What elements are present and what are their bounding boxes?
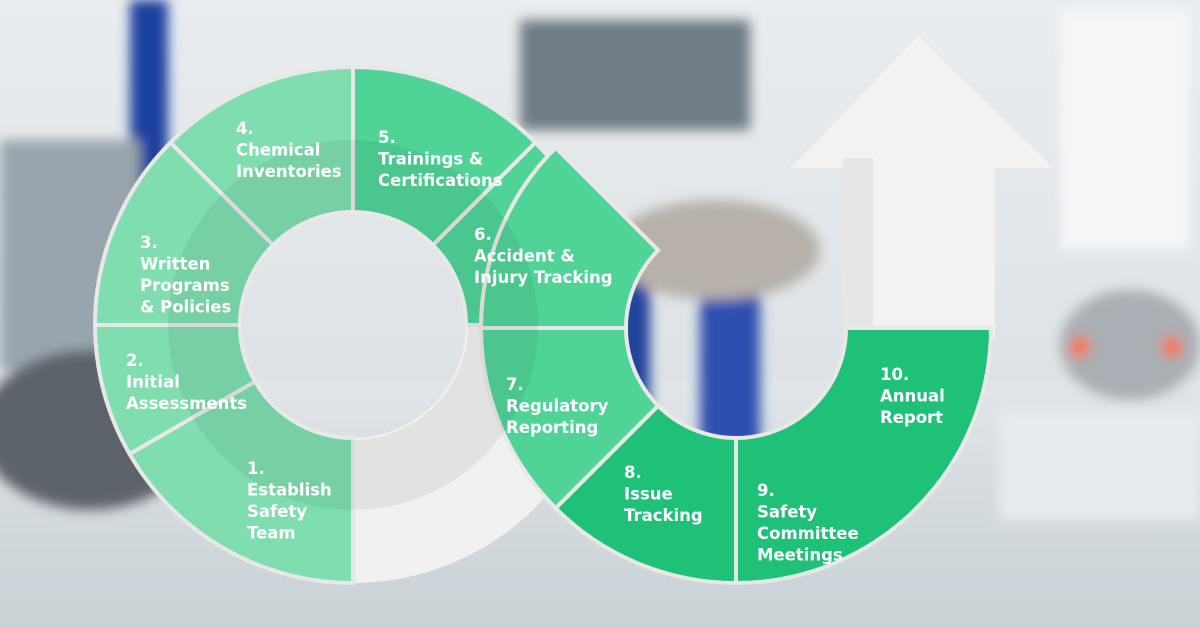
step-text-line: Meetings [757, 546, 843, 565]
step-text-line: Chemical [236, 141, 320, 160]
segment-step-3 [92, 139, 276, 327]
step-text-line: Issue [624, 485, 673, 504]
step-text-line: Programs [140, 276, 230, 295]
step-text-line: & Policies [140, 298, 232, 317]
ring-shading [168, 140, 538, 510]
segment-step-8 [478, 326, 662, 512]
segment-step-4 [167, 64, 355, 248]
segment-step-1 [126, 378, 355, 586]
step-number: 7. [506, 375, 524, 394]
step-text-line: Safety [757, 503, 817, 522]
step-number: 3. [140, 233, 158, 252]
ring-segments [92, 64, 994, 586]
step-text-line: Annual [880, 387, 945, 406]
step-number: 6. [474, 225, 492, 244]
step-text-line: Injury Tracking [474, 268, 613, 287]
step-text-line: Committee [757, 524, 859, 543]
step-text-line: Reporting [506, 418, 598, 437]
up-arrow-icon [790, 36, 1053, 338]
step-number: 10. [880, 365, 909, 384]
segment-step-9 [552, 402, 738, 586]
segment-step-7 [478, 144, 662, 330]
step-label-5: 5. Trainings & Certifications [378, 128, 503, 190]
step-text-line: Trainings & [378, 150, 483, 169]
step-text-line: Tracking [624, 506, 703, 525]
step-text-line: Written [140, 255, 210, 274]
step-label-6: 6. Accident & Injury Tracking [474, 225, 613, 287]
segment-step-5 [351, 64, 539, 248]
step-text-line: Safety [247, 502, 307, 521]
step-text-line: Establish [247, 481, 332, 500]
step-text-line: Team [247, 524, 296, 543]
step-number: 1. [247, 459, 265, 478]
step-number: 4. [236, 119, 254, 138]
step-number: 5. [378, 128, 396, 147]
step-text-line: Assessments [126, 394, 247, 413]
step-number: 8. [624, 463, 642, 482]
segment-step-10 [734, 326, 994, 586]
step-number: 2. [126, 351, 144, 370]
step-text-line: Inventories [236, 162, 342, 181]
step-text-line: Accident & [474, 247, 575, 266]
step-text-line: Initial [126, 373, 180, 392]
step-text-line: Certifications [378, 171, 503, 190]
step-text-line: Report [880, 408, 943, 427]
step-number: 9. [757, 481, 775, 500]
step-text-line: Regulatory [506, 397, 609, 416]
